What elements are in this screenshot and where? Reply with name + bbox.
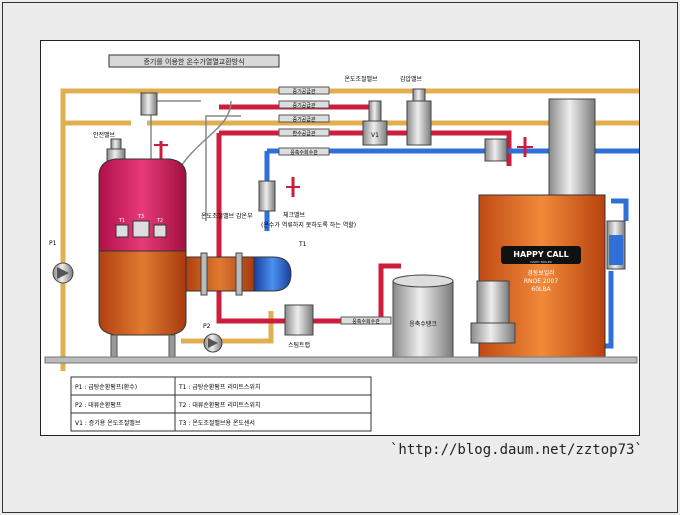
boiler-outlet-valve[interactable] xyxy=(484,137,533,162)
tank-legs xyxy=(110,334,176,360)
pipe-tag xyxy=(278,147,330,156)
boiler-maker: 경동보일러 xyxy=(527,269,555,277)
pipe-tag-text: 응축수회수관 xyxy=(352,318,380,325)
boiler-brand-small: HAPPY BOILER xyxy=(530,260,552,264)
legend-cell: T2 : 대류순환펌프 리미트스위치 xyxy=(178,401,260,409)
safety-valve-label: 안전밸브 xyxy=(93,131,116,139)
v1-label: V1 xyxy=(371,132,379,139)
pipe-tag xyxy=(278,128,330,137)
steam-trap-label: 스팀트랩 xyxy=(288,341,310,349)
system-diagram: 증기를 이용한 온수가열열교환방식 증기공급관 증기공급관 환수공급관 응축수회 xyxy=(44,54,639,432)
title-box xyxy=(108,54,280,68)
t3-sensor xyxy=(132,220,150,238)
hot-water-tank: T1 T3 T2 xyxy=(98,158,187,336)
t3-label: T3 xyxy=(137,214,144,220)
t1-label: T1 xyxy=(118,218,125,224)
p1-label: P1 xyxy=(49,240,57,247)
pipe-tag-text: 환수공급관 xyxy=(292,130,315,137)
legend-cell: T1 : 급탕순환펌프 리미트스위치 xyxy=(178,383,260,391)
footer-url: `http://blog.daum.net/zztop73` xyxy=(390,442,643,458)
pipe-tag-text: 증기공급관 xyxy=(292,88,315,95)
pump-p1[interactable] xyxy=(52,262,74,284)
diagram-title: 증기를 이용한 온수가열열교환방식 xyxy=(143,57,244,66)
t1-sensor xyxy=(115,224,129,238)
boiler-model: RNOE 2007 xyxy=(524,278,559,285)
floor-line xyxy=(44,356,638,364)
legend-cell: T3 : 온도조절밸브용 온도센서 xyxy=(178,419,255,427)
legend-table: P1 : 급탕순환펌프(환수) T1 : 급탕순환펌프 리미트스위치 P2 : … xyxy=(70,376,372,432)
boiler-brand: HAPPY CALL xyxy=(513,250,568,259)
legend-cell: P2 : 대류순환펌프 xyxy=(75,401,122,409)
pipe-tag xyxy=(278,86,330,95)
gate-valve-handle[interactable] xyxy=(154,141,168,159)
diagram-panel: 증기를 이용한 온수가열열교환방식 증기공급관 증기공급관 환수공급관 응축수회 xyxy=(40,40,640,436)
heat-exchanger xyxy=(185,252,292,296)
pump-p2[interactable] xyxy=(203,333,223,353)
condensate-tank xyxy=(392,274,454,362)
legend-cell: P1 : 급탕순환펌프(환수) xyxy=(75,383,137,391)
check-valve[interactable] xyxy=(258,177,300,212)
steam-trap[interactable] xyxy=(284,304,314,336)
temp-control-valve-label: 온도조절밸브 xyxy=(344,75,378,83)
p2-label: P2 xyxy=(203,323,211,330)
pipe-tag-text: 증기공급관 xyxy=(292,116,315,123)
pressure-valve-label: 감압밸브 xyxy=(400,75,423,83)
check-valve-note: (온수가 역류하지 못하도록 하는 역할) xyxy=(261,221,356,229)
t2-sensor xyxy=(153,224,167,238)
pressure-reducing-valve[interactable] xyxy=(406,88,432,146)
water-level xyxy=(609,235,623,265)
feed-pump[interactable] xyxy=(470,280,516,344)
temp-sensor-label: 온도조절밸브 감온부 xyxy=(201,212,253,220)
pipe-tag xyxy=(278,100,330,109)
check-valve-title: 체크밸브 xyxy=(283,211,306,219)
t1-exchanger-label: T1 xyxy=(298,241,307,248)
pipe-tag-group: 증기공급관 증기공급관 환수공급관 응축수회수관 증기공급관 응축수회수관 xyxy=(278,86,392,325)
pipe-tag xyxy=(340,316,392,325)
boiler-capacity: 60LBA xyxy=(531,286,551,293)
valve-v1[interactable]: V1 xyxy=(362,100,388,146)
t2-label: T2 xyxy=(156,218,163,224)
legend-cell: V1 : 증기용 온도조절밸브 xyxy=(75,419,141,427)
condensate-tank-label: 응축수탱크 xyxy=(409,320,437,328)
pipe-tag-text: 증기공급관 xyxy=(292,102,315,109)
pipe-tag xyxy=(278,114,330,123)
pipe-tag-text: 응축수회수관 xyxy=(290,149,318,156)
tank-top-valve[interactable] xyxy=(140,92,158,116)
